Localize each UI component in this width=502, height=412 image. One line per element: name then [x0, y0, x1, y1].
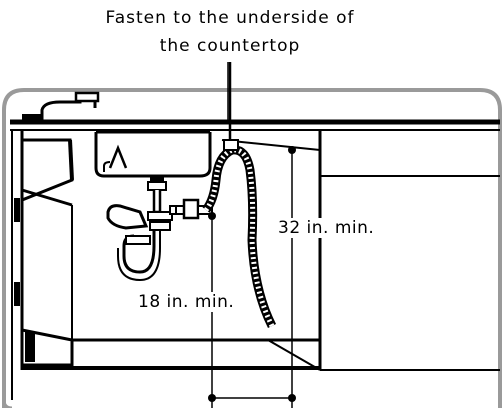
p-trap-icon — [106, 176, 213, 282]
perspective-lines — [221, 139, 321, 371]
countertop-outline — [2, 88, 502, 408]
dimension-32-label: 32 in. min. — [276, 218, 377, 238]
left-cabinet — [11, 130, 74, 400]
callout-text-line2: the countertop — [159, 36, 301, 56]
sink-basin-icon — [94, 130, 212, 178]
dishwasher-panel — [318, 130, 500, 371]
faucet-icon — [22, 91, 100, 122]
callout-text-line1: Fasten to the underside of — [105, 8, 355, 28]
dimension-18-label: 18 in. min. — [136, 292, 237, 312]
